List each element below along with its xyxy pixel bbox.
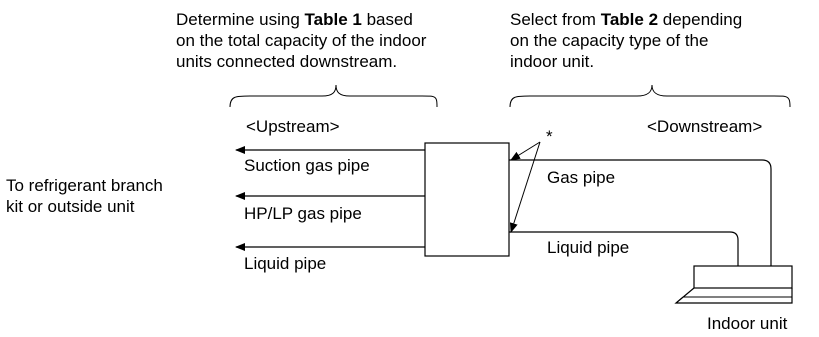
hplp-gas-pipe-label: HP/LP gas pipe [244,204,362,223]
upstream-note-line2: on the total capacity of the indoor [176,31,427,50]
liquid-pipe-left-label: Liquid pipe [244,254,327,273]
refrigerant-branch-label: To refrigerant branch kit or outside uni… [6,176,163,216]
asterisk-mark: * [546,127,553,146]
asterisk-arrow-liquid [509,141,541,233]
upstream-note-line3: units connected downstream. [176,52,398,71]
bs-unit-box [424,142,510,257]
gas-pipe [509,159,772,266]
upstream-brace [229,84,438,108]
downstream-brace [509,84,791,108]
downstream-note-line2: on the capacity type of the [510,31,709,50]
suction-gas-pipe-label: Suction gas pipe [244,156,370,175]
upstream-note: Determine using Table 1 based on the tot… [176,9,426,72]
gas-pipe-label: Gas pipe [547,168,616,187]
liquid-pipe-right-label: Liquid pipe [547,238,630,257]
upstream-note-line1: Determine using Table 1 based [176,10,413,29]
table-1-ref: Table 1 [304,10,362,29]
asterisk-arrow-gas [510,141,541,161]
downstream-label: <Downstream> [647,117,763,136]
upstream-label: <Upstream> [246,117,340,136]
downstream-note: Select from Table 2 depending on the cap… [510,9,742,72]
downstream-note-line1: Select from Table 2 depending [510,10,743,29]
liquid-pipe-right [509,231,739,266]
table-2-ref: Table 2 [600,10,659,29]
indoor-unit-label: Indoor unit [707,314,788,333]
downstream-note-line3: indoor unit. [510,52,595,71]
indoor-unit [674,265,793,304]
